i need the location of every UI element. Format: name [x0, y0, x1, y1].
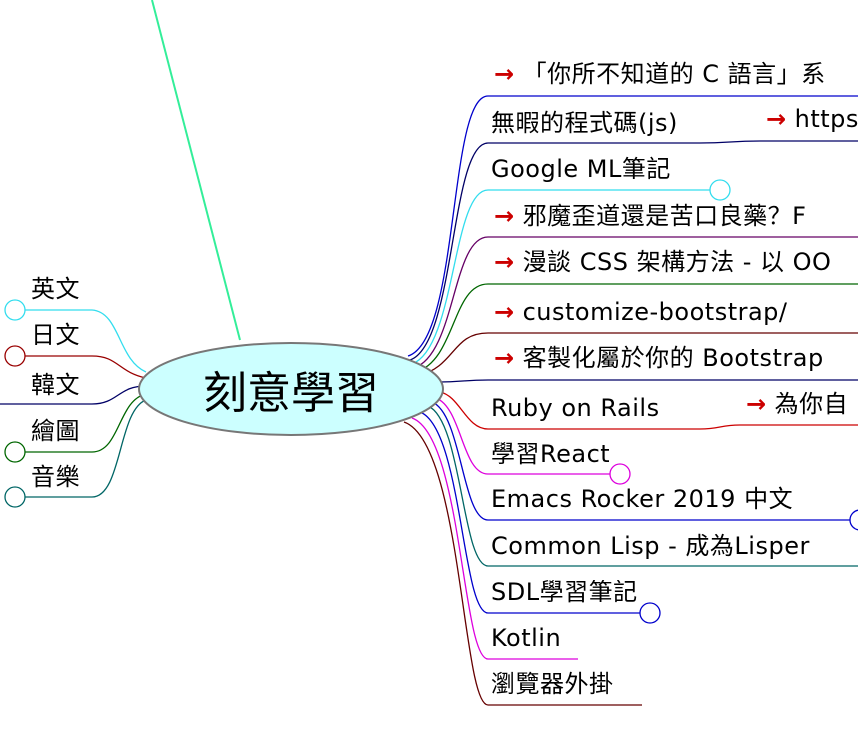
arrow-right-icon: → [494, 60, 515, 88]
left-node-music[interactable]: 音樂 [31, 465, 80, 489]
node-label: 無暇的程式碼(js) [491, 109, 678, 137]
right-node-emacs-rocker[interactable]: Emacs Rocker 2019 中文 [491, 487, 793, 511]
node-label: 繪圖 [31, 417, 80, 445]
arrow-right-icon: → [766, 105, 787, 133]
right-node-kotlin[interactable]: Kotlin [491, 626, 561, 650]
node-label: 邪魔歪道還是苦口良藥？F [522, 202, 807, 230]
node-label: 漫談 CSS 架構方法 - 以 OO [522, 248, 832, 276]
central-node-label: 刻意學習 [203, 368, 379, 419]
node-label: Common Lisp - 成為Lisper [491, 532, 810, 560]
left-node-japanese[interactable]: 日文 [31, 323, 80, 347]
node-label: https [794, 105, 858, 133]
node-label: Ruby on Rails [491, 394, 660, 422]
right-node-custom-bootstrap[interactable]: →客製化屬於你的 Bootstrap [494, 346, 824, 370]
arrow-right-icon: → [494, 298, 515, 326]
right-node-customize-bootstrap[interactable]: →customize-bootstrap/ [494, 300, 788, 324]
node-label: 英文 [31, 275, 80, 303]
right-node-learn-react[interactable]: 學習React [491, 442, 609, 466]
right-node-sdl-notes[interactable]: SDL學習筆記 [491, 580, 638, 604]
right-collapse-circles [609, 179, 858, 624]
node-label: Kotlin [491, 624, 562, 652]
node-label: SDL學習筆記 [491, 580, 638, 604]
parent-connector-line [151, 0, 241, 341]
right-node-ruby-on-rails[interactable]: Ruby on Rails [491, 396, 660, 420]
arrow-right-icon: → [494, 202, 515, 230]
left-node-drawing[interactable]: 繪圖 [31, 419, 80, 443]
central-node[interactable]: 刻意學習 [138, 342, 444, 436]
node-label: 客製化屬於你的 Bootstrap [522, 344, 824, 372]
node-label: 日文 [31, 321, 80, 349]
right-node-evil-or-medicine[interactable]: →邪魔歪道還是苦口良藥？F [494, 204, 806, 228]
right-node-c-language[interactable]: →「你所不知道的 C 語言」系 [494, 62, 826, 86]
node-label: 韓文 [31, 371, 80, 399]
node-label: 學習React [491, 442, 609, 466]
node-label: 為你自 [774, 390, 849, 418]
left-node-english[interactable]: 英文 [31, 277, 80, 301]
left-collapse-circles [4, 299, 26, 508]
right-node-for-you[interactable]: →為你自 [746, 392, 848, 416]
node-label: customize-bootstrap/ [522, 298, 788, 326]
right-node-css-architecture[interactable]: →漫談 CSS 架構方法 - 以 OO [494, 250, 831, 274]
node-label: 瀏覽器外掛 [491, 670, 614, 698]
right-node-https-link[interactable]: →https [766, 107, 858, 131]
node-label: Google ML筆記 [491, 155, 671, 183]
right-node-clean-code-js[interactable]: 無暇的程式碼(js) [491, 111, 678, 135]
node-label: 「你所不知道的 C 語言」系 [522, 60, 826, 88]
right-branch-lines [403, 95, 858, 706]
central-node-shape [138, 342, 444, 436]
left-node-korean[interactable]: 韓文 [31, 373, 80, 397]
left-branch-lines [0, 309, 147, 498]
node-label: Emacs Rocker 2019 中文 [491, 485, 794, 513]
arrow-right-icon: → [746, 390, 767, 418]
node-label: 音樂 [31, 463, 80, 491]
arrow-right-icon: → [494, 344, 515, 372]
right-node-browser-extension[interactable]: 瀏覽器外掛 [491, 672, 614, 696]
right-node-google-ml[interactable]: Google ML筆記 [491, 157, 671, 181]
arrow-right-icon: → [494, 248, 515, 276]
right-node-common-lisp[interactable]: Common Lisp - 成為Lisper [491, 534, 810, 558]
